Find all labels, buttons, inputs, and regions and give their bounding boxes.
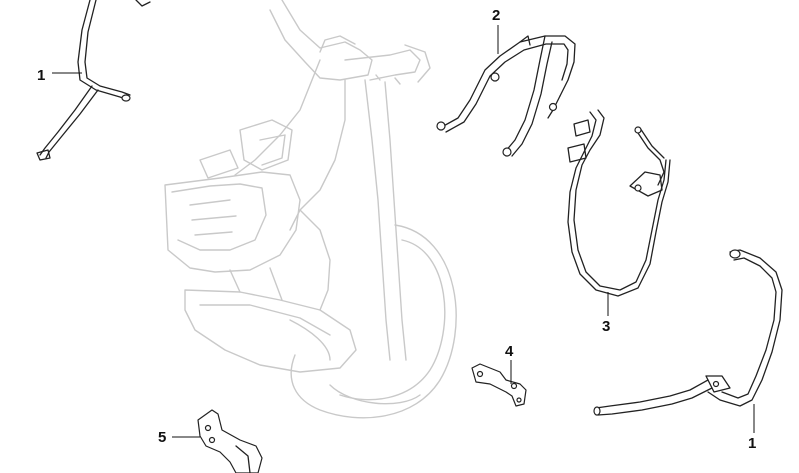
lower-bracket-part [197,409,263,473]
crash-bar-right-part [593,249,783,416]
callout-4: 4 [505,343,514,384]
callout-1-bottom-right: 1 [748,404,756,452]
callout-1-top-left: 1 [37,67,82,84]
callout-2: 2 [492,7,500,54]
mounting-bracket-part [471,363,527,407]
side-carrier-frame-part [567,109,671,297]
rear-carrier-bracket-part [436,35,576,157]
callout-3: 3 [602,292,610,335]
motorcycle-ghost-outline [164,0,457,419]
callout-5: 5 [158,429,200,446]
callout-label: 3 [602,318,610,335]
callout-label: 2 [492,7,500,24]
callout-label: 1 [748,435,756,452]
callout-label: 4 [505,343,514,360]
crash-bar-left-part [36,0,151,161]
callout-label: 1 [37,67,45,84]
callout-label: 5 [158,429,166,446]
